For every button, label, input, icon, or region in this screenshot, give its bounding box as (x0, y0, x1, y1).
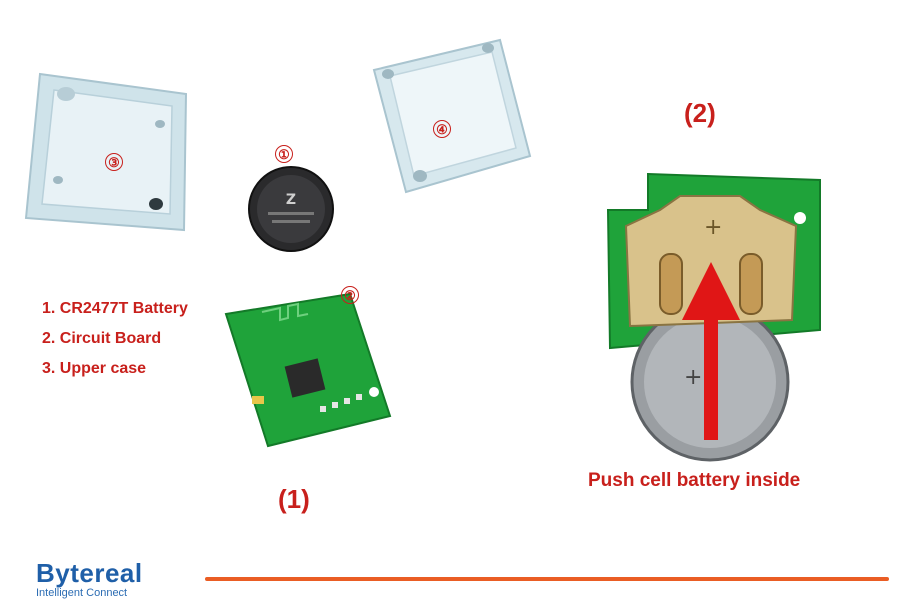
svg-text:Z: Z (286, 192, 296, 208)
upper-case-image (24, 72, 188, 232)
figure-label-right: (2) (684, 98, 716, 128)
brand-logo: Bytereal Intelligent Connect (36, 558, 143, 599)
insertion-caption: Push cell battery inside (588, 470, 801, 491)
lower-case-image (372, 38, 532, 194)
battery-image: Z (248, 166, 334, 252)
board-marker: ② (341, 286, 359, 304)
figure-label-left: (1) (278, 484, 310, 514)
component-legend: 1. CR2477T Battery 2. Circuit Board 3. U… (42, 294, 188, 384)
legend-item-battery: 1. CR2477T Battery (42, 300, 188, 317)
lower-case-marker: ④ (433, 120, 451, 138)
svg-text:+: + (684, 365, 702, 390)
upper-case-marker: ③ (105, 153, 123, 171)
legend-item-upper-case: 3. Upper case (42, 360, 147, 377)
brand-name: Bytereal (36, 558, 143, 588)
footer-divider (205, 577, 889, 581)
legend-item-board: 2. Circuit Board (42, 330, 162, 347)
svg-text:+: + (704, 215, 722, 240)
battery-marker: ① (275, 145, 293, 163)
brand-tagline: Intelligent Connect (36, 587, 128, 599)
circuit-board-image (224, 292, 392, 448)
battery-insertion-image: + + (606, 172, 821, 462)
